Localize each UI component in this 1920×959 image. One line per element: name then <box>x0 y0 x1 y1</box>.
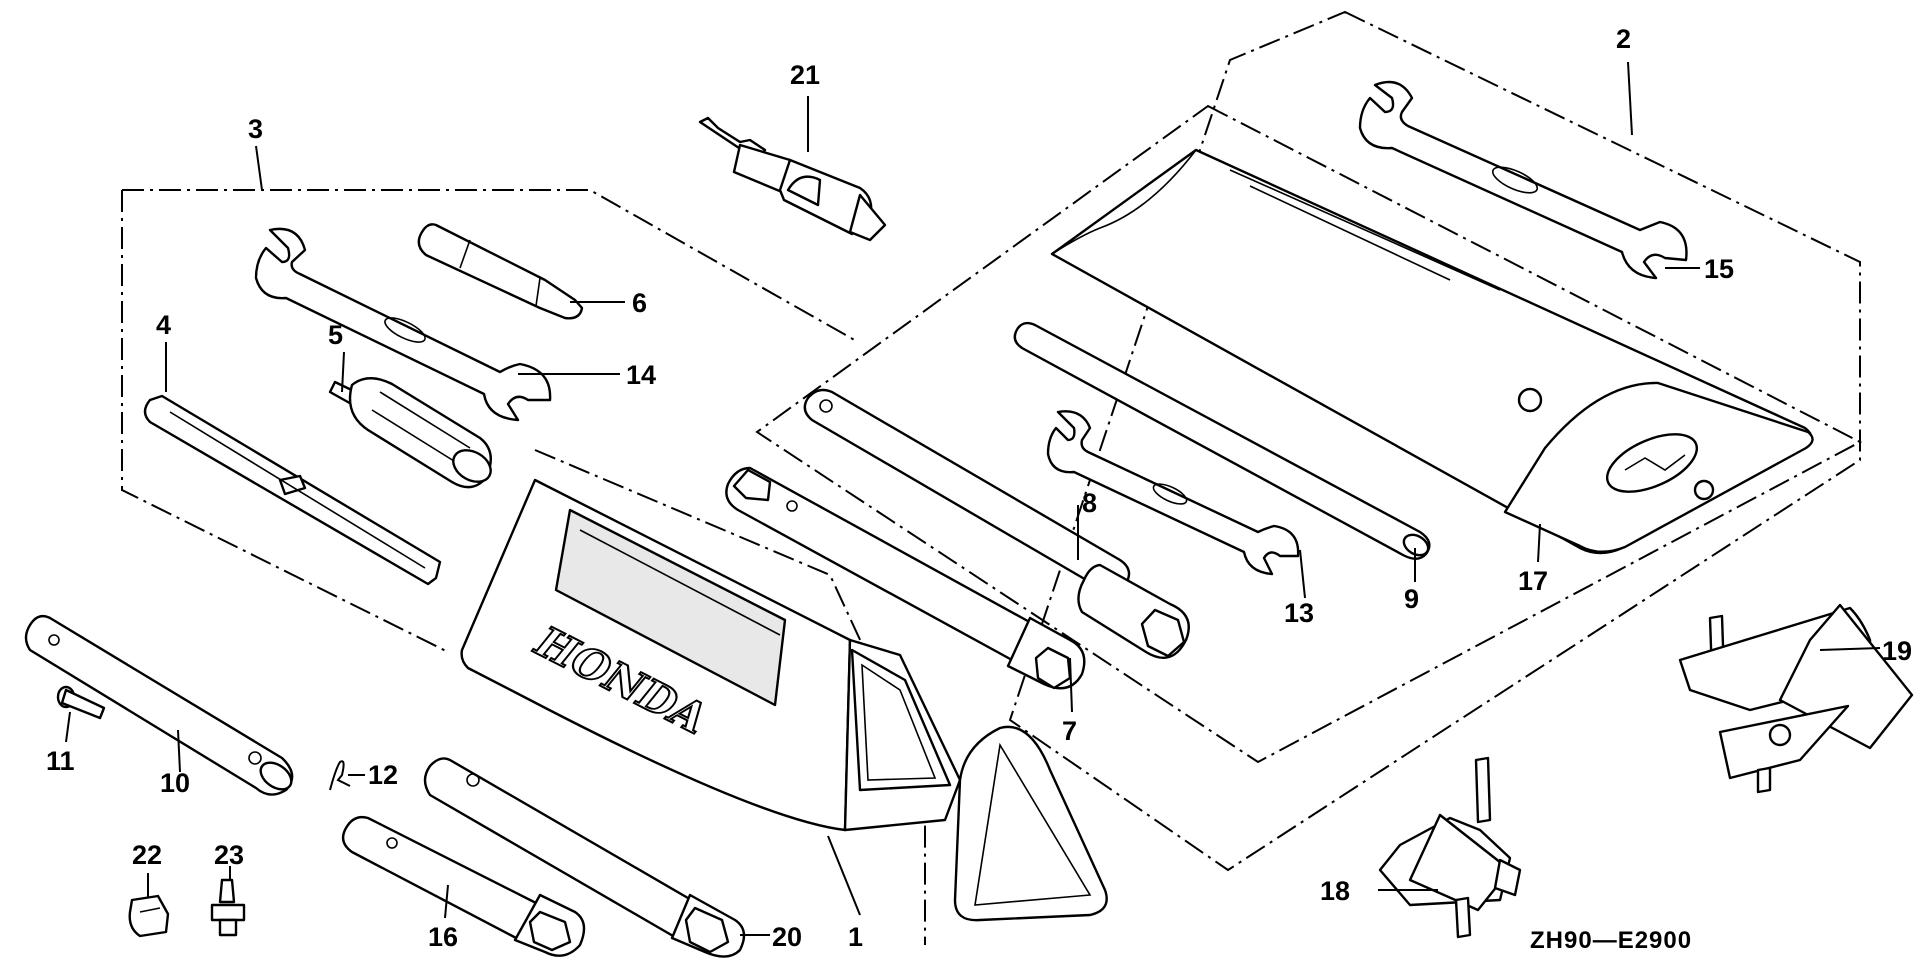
label-4: 4 <box>156 310 171 340</box>
drawing-code: ZH90—E2900 <box>1530 927 1692 954</box>
plug-wrench-8 <box>803 388 1190 660</box>
tool-case: HONDA <box>460 478 1108 922</box>
label-22: 22 <box>132 840 162 870</box>
label-15: 15 <box>1704 254 1734 284</box>
label-11: 11 <box>46 746 75 776</box>
extension-bar-9 <box>1013 321 1431 560</box>
label-6: 6 <box>632 288 647 318</box>
clip-12 <box>329 760 351 791</box>
box-wrench-16 <box>341 815 586 957</box>
kit-outline-2 <box>1008 10 1861 872</box>
leader-lines <box>65 61 1881 936</box>
screwdriver-blade-6 <box>417 223 584 320</box>
spark-plug <box>698 116 887 242</box>
label-7: 7 <box>1062 716 1077 746</box>
box-wrench-7 <box>725 466 1086 690</box>
box-wrench-20 <box>423 757 746 958</box>
label-10: 10 <box>160 768 190 798</box>
label-1: 1 <box>848 922 863 952</box>
label-5: 5 <box>328 320 343 350</box>
wrench-14 <box>254 227 552 422</box>
screwdriver-handle <box>328 377 492 489</box>
kit-outline-1 <box>534 449 926 945</box>
label-9: 9 <box>1404 584 1419 614</box>
label-19: 19 <box>1882 636 1912 666</box>
bolt-23 <box>210 878 246 937</box>
wrench-13 <box>1046 410 1300 576</box>
label-13: 13 <box>1284 598 1314 628</box>
kit-outline-17 <box>755 104 1863 764</box>
label-23: 23 <box>214 840 244 870</box>
snap-button-icon <box>1517 387 1543 413</box>
kit-outline-3 <box>122 189 859 343</box>
tommy-bar-10 <box>24 614 294 796</box>
wrench-15 <box>1358 80 1688 280</box>
label-20: 20 <box>772 922 802 952</box>
label-8: 8 <box>1082 488 1097 518</box>
label-16: 16 <box>428 922 458 952</box>
tool-roll-bag <box>1050 148 1814 555</box>
screwdriver-4 <box>143 394 442 586</box>
label-2: 2 <box>1616 24 1631 54</box>
label-18: 18 <box>1320 876 1350 906</box>
label-17: 17 <box>1518 566 1548 596</box>
bracket-19 <box>1678 603 1914 794</box>
clip-nut-22 <box>128 894 170 938</box>
bracket-18 <box>1378 756 1522 939</box>
label-21: 21 <box>790 60 820 90</box>
label-14: 14 <box>626 360 656 390</box>
pin-11 <box>56 685 106 720</box>
label-3: 3 <box>248 114 263 144</box>
label-12: 12 <box>368 760 398 790</box>
kit-outline-3-side <box>121 190 449 653</box>
